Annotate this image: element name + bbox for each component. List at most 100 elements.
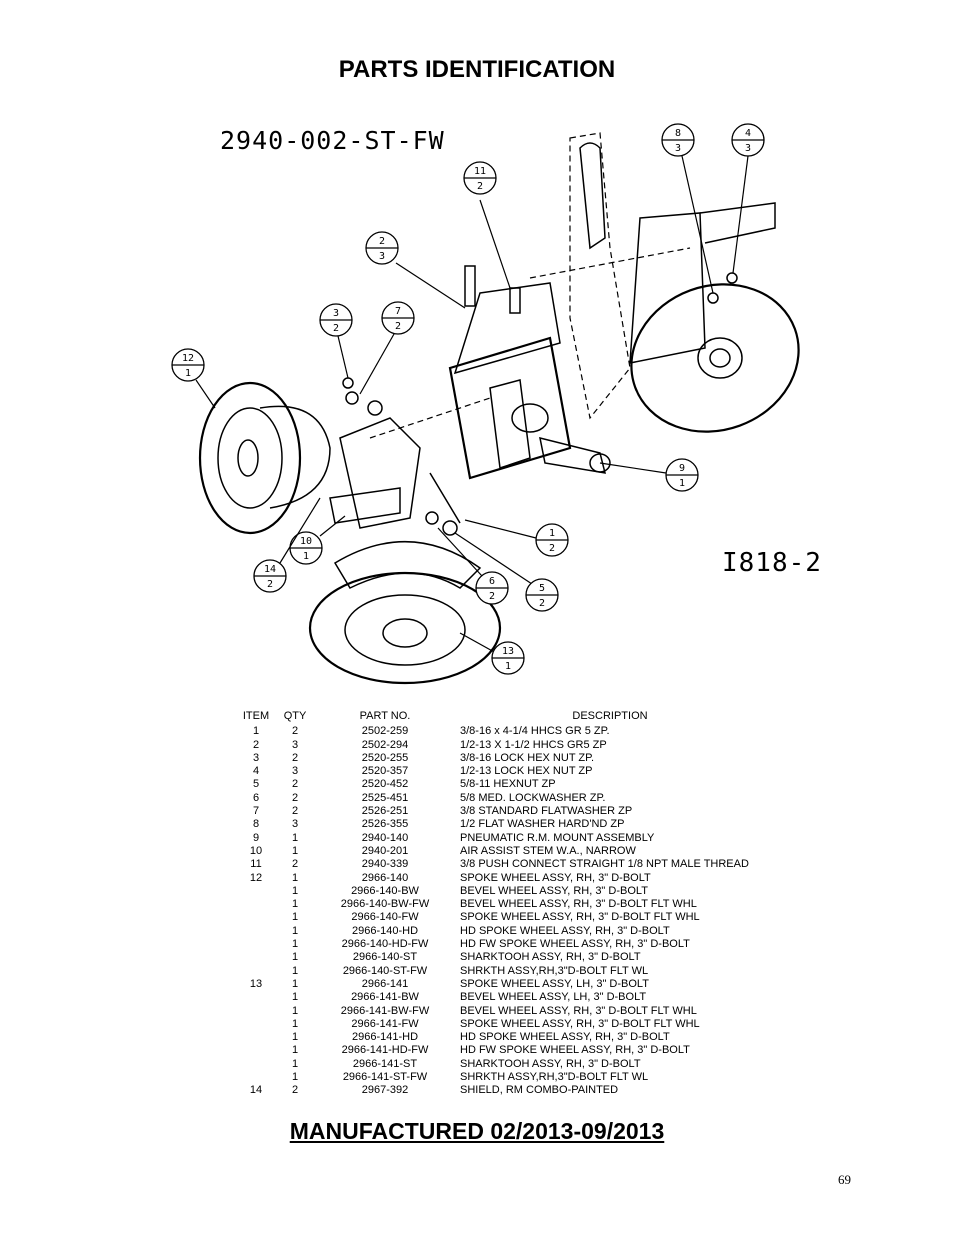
cell-part-no: 2966-140-BW	[351, 884, 419, 897]
cell-item: 9	[252, 831, 260, 844]
cell-description: 5/8 MED. LOCKWASHER ZP.	[460, 791, 606, 804]
assembly-code: 2940-002-ST-FW	[220, 126, 445, 155]
svg-text:11: 11	[474, 166, 486, 177]
page-title: PARTS IDENTIFICATION	[338, 56, 616, 83]
cell-item: 8	[252, 818, 260, 831]
cell-description: BEVEL WHEEL ASSY, RH, 3" D-BOLT	[460, 884, 648, 897]
cell-qty: 1	[291, 938, 299, 951]
cell-description: 3/8-16 LOCK HEX NUT ZP.	[460, 751, 595, 764]
air-assist-stem	[329, 417, 461, 529]
cell-item	[236, 1018, 276, 1031]
cell-description: 5/8-11 HEXNUT ZP	[460, 778, 556, 791]
cell-part-no: 2966-140-ST-FW	[342, 964, 428, 977]
cell-part-no: 2966-141-FW	[351, 1017, 419, 1030]
balloon-item-7: 72	[359, 301, 415, 395]
cell-description: SHRKTH ASSY,RH,3"D-BOLT FLT WL	[460, 1071, 649, 1084]
svg-text:3: 3	[675, 143, 681, 154]
svg-text:2: 2	[549, 543, 555, 554]
cell-qty: 1	[291, 977, 299, 990]
svg-text:1: 1	[185, 368, 191, 379]
cell-item: 12	[249, 871, 263, 884]
cell-part-no: 2940-140	[361, 831, 409, 844]
cell-item: 3	[252, 751, 260, 764]
table-row: 10 1 2940-201 AIR ASSIST STEM W.A., NARROW	[236, 845, 760, 858]
cell-qty: 1	[291, 844, 299, 857]
cell-part-no: 2520-255	[361, 751, 409, 764]
cell-description: SHIELD, RM COMBO-PAINTED	[460, 1084, 619, 1097]
cell-item: 1	[252, 725, 260, 738]
cell-qty: 1	[291, 831, 299, 844]
cell-item: 13	[249, 977, 263, 990]
cell-item: 10	[249, 844, 263, 857]
cell-qty: 2	[291, 858, 299, 871]
cell-qty: 2	[291, 791, 299, 804]
cell-description: AIR ASSIST STEM W.A., NARROW	[460, 844, 636, 857]
svg-text:5: 5	[539, 583, 545, 594]
cell-description: 3/8-16 x 4-1/4 HHCS GR 5 ZP.	[460, 725, 610, 738]
cell-part-no: 2502-259	[361, 725, 409, 738]
cell-item: 2	[252, 738, 260, 751]
svg-text:9: 9	[679, 463, 685, 474]
balloon-item-8: 83	[661, 123, 714, 294]
cell-description: BEVEL WHEEL ASSY, RH, 3" D-BOLT FLT WHL	[460, 1004, 697, 1017]
cell-item: 6	[252, 791, 260, 804]
svg-text:12: 12	[182, 353, 194, 364]
svg-text:1: 1	[505, 661, 511, 672]
cell-part-no: 2966-140-HD	[351, 924, 419, 937]
svg-text:2: 2	[379, 236, 385, 247]
svg-text:2: 2	[395, 321, 401, 332]
cell-part-no: 2967-392	[361, 1084, 409, 1097]
spoke-wheel-lh	[308, 571, 502, 685]
exploded-parts-diagram: 112 83 43 23 32 72 121 91 12	[171, 123, 800, 685]
svg-text:1: 1	[303, 551, 309, 562]
table-header-row: ITEM QTY PART NO. DESCRIPTION	[236, 710, 760, 725]
cell-description: HD FW SPOKE WHEEL ASSY, RH, 3" D-BOLT	[460, 1044, 690, 1057]
cell-item	[236, 1071, 276, 1084]
balloon-item-2: 23	[365, 231, 466, 309]
cell-item	[236, 1031, 276, 1044]
cell-item	[236, 1044, 276, 1057]
cell-description: HD SPOKE WHEEL ASSY, RH, 3" D-BOLT	[460, 924, 670, 937]
svg-text:3: 3	[745, 143, 751, 154]
header-description: DESCRIPTION	[572, 710, 648, 722]
cell-description: BEVEL WHEEL ASSY, LH, 3" D-BOLT	[460, 991, 647, 1004]
balloon-item-12: 121	[171, 348, 216, 409]
cell-part-no: 2940-339	[361, 858, 409, 871]
cell-qty: 1	[291, 951, 299, 964]
cell-item	[236, 885, 276, 898]
cell-part-no: 2966-140-ST	[352, 951, 418, 964]
cell-qty: 1	[291, 871, 299, 884]
svg-text:7: 7	[395, 306, 401, 317]
cell-item: 4	[252, 765, 260, 778]
cell-item	[236, 965, 276, 978]
cell-part-no: 2502-294	[361, 738, 409, 751]
cell-item	[236, 898, 276, 911]
balloon-item-6: 62	[437, 527, 509, 605]
cell-part-no: 2520-452	[361, 778, 409, 791]
cell-qty: 1	[291, 1057, 299, 1070]
header-qty: QTY	[283, 710, 307, 722]
page-number: 69	[838, 1172, 851, 1187]
manufactured-date-range: MANUFACTURED 02/2013-09/2013	[289, 1118, 665, 1144]
cell-qty: 1	[291, 964, 299, 977]
cell-part-no: 2966-140	[361, 871, 409, 884]
cell-part-no: 2966-141-BW	[351, 991, 419, 1004]
cell-qty: 1	[291, 991, 299, 1004]
cell-description: SHRKTH ASSY,RH,3"D-BOLT FLT WL	[460, 964, 649, 977]
cell-part-no: 2940-201	[361, 844, 409, 857]
